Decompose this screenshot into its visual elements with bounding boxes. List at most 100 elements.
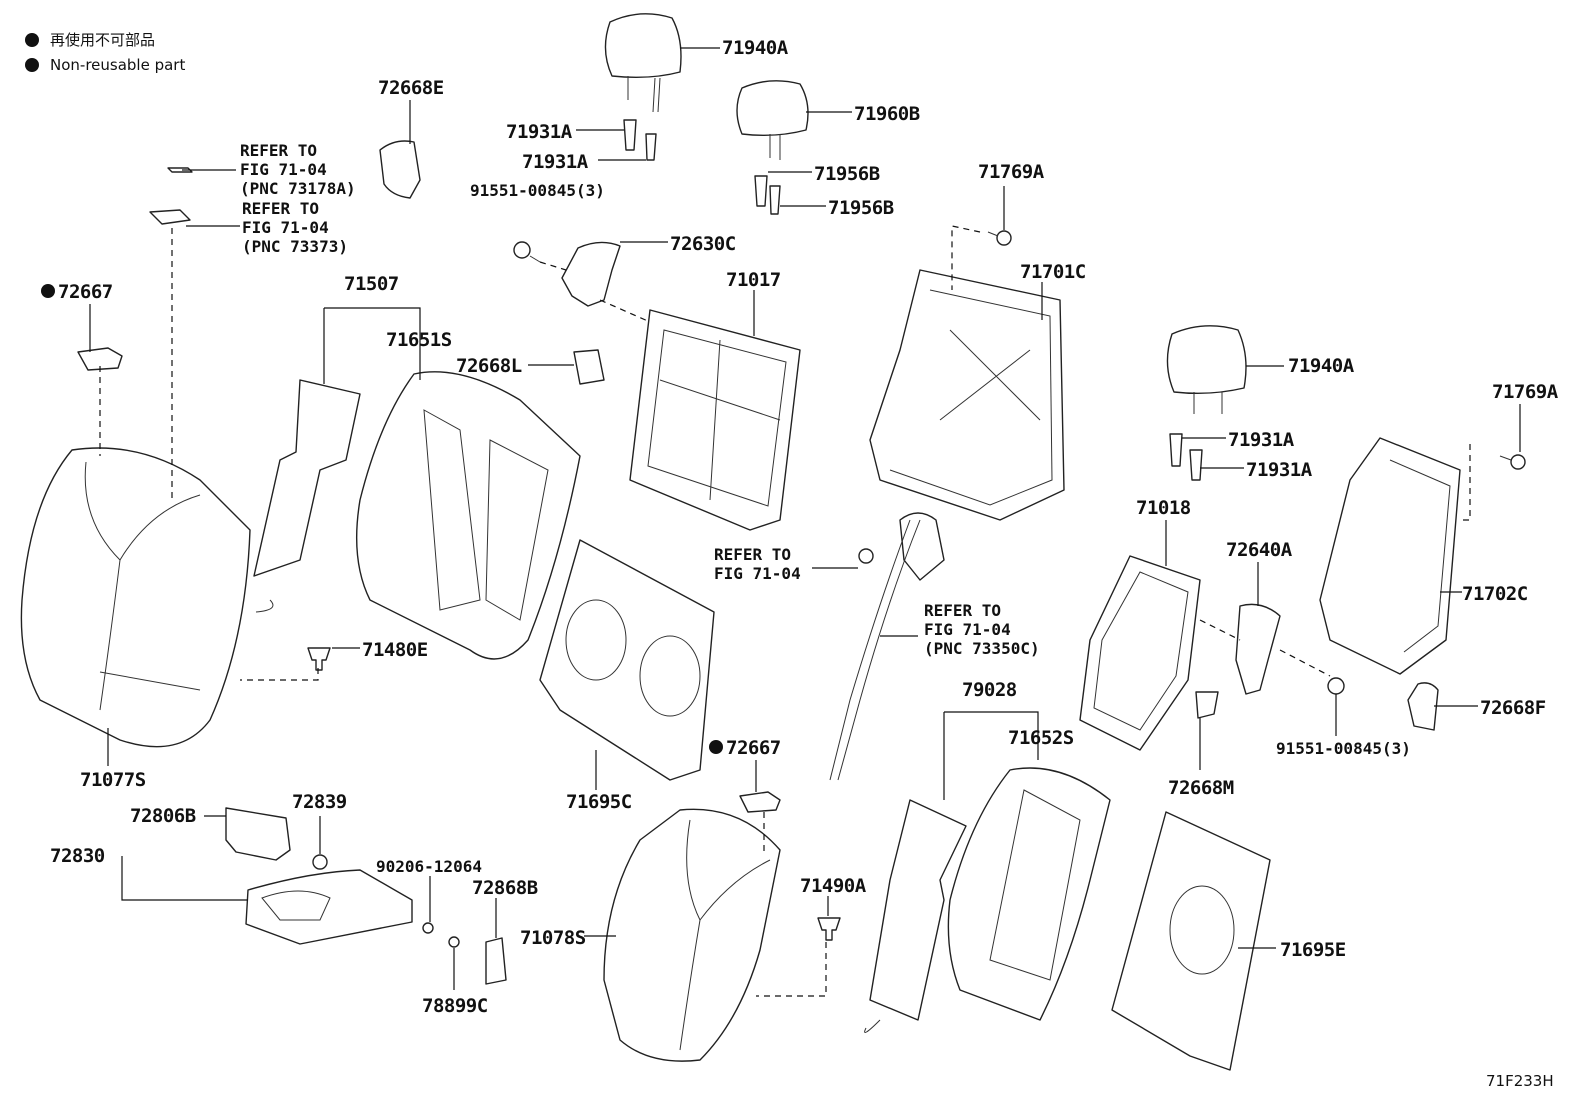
frame-71018 xyxy=(1079,555,1201,751)
armrest-tray xyxy=(261,890,331,921)
board-71695C xyxy=(539,539,715,781)
refer-note-2: REFER TO FIG 71-04 (PNC 73373) xyxy=(242,199,348,256)
pad-wire-right xyxy=(864,1019,881,1033)
cover-72668F xyxy=(1407,682,1439,731)
callout-71652S: 71652S xyxy=(1008,727,1074,749)
callout-91551-00845: 91551-00845(3) xyxy=(470,181,605,200)
refer-line: FIG 71-04 xyxy=(240,160,327,179)
refer-line: REFER TO xyxy=(924,601,1001,620)
callout-72668E: 72668E xyxy=(378,77,444,99)
non-reusable-dot-icon xyxy=(25,58,39,72)
callout-71769A: 71769A xyxy=(978,161,1045,183)
legend-en: Non-reusable part xyxy=(50,56,185,74)
callout-72640A: 72640A xyxy=(1226,539,1293,561)
cover-72668L xyxy=(573,349,605,385)
refer-line: REFER TO xyxy=(240,141,317,160)
callout-71702C: 71702C xyxy=(1462,583,1528,605)
callout-71960B: 71960B xyxy=(854,103,920,125)
board-71695E xyxy=(1111,811,1271,1071)
clip-72839 xyxy=(312,854,328,870)
callout-72668M: 72668M xyxy=(1168,777,1234,799)
callout-71931A: 71931A xyxy=(506,121,573,143)
refer-line: FIG 71-04 xyxy=(924,620,1011,639)
clip-78899C xyxy=(448,936,460,948)
callout-71956B: 71956B xyxy=(814,163,880,185)
pad-wire xyxy=(255,599,274,613)
pad-79028 xyxy=(869,799,967,1021)
callout-72806B: 72806B xyxy=(130,805,196,827)
bolt-91551-top xyxy=(513,241,541,263)
pad-71507 xyxy=(253,379,361,577)
figure-code: 71F233H xyxy=(1486,1072,1554,1090)
headrest-71940A-top xyxy=(604,13,682,113)
callout-71769A: 71769A xyxy=(1492,381,1559,403)
callout-90206-12064: 90206-12064 xyxy=(376,857,482,876)
callout-72839: 72839 xyxy=(292,791,347,813)
board-71702C xyxy=(1319,437,1461,675)
cover-72668E xyxy=(379,140,421,199)
headrest-71940A-right xyxy=(1166,325,1247,414)
refer-note-1: REFER TO FIG 71-04 (PNC 73178A) xyxy=(240,141,356,198)
callout-71077S: 71077S xyxy=(80,769,146,791)
hinge-72640A xyxy=(1235,603,1281,695)
refer-part-2 xyxy=(149,209,191,225)
callout-71651S: 71651S xyxy=(386,329,452,351)
callout-72667: 72667 xyxy=(58,281,113,303)
seatback-cover-71651S xyxy=(355,371,581,660)
bolt-91551-right xyxy=(1327,677,1345,695)
callout-71078S: 71078S xyxy=(520,927,586,949)
seatback-71077S xyxy=(20,447,251,748)
screw-71769A-right xyxy=(1499,454,1526,470)
cup-holder-72806B xyxy=(225,807,291,861)
callout-71695E: 71695E xyxy=(1280,939,1346,961)
hinge-72630C xyxy=(561,241,621,307)
callout-71940A: 71940A xyxy=(722,37,789,59)
headrest-guides xyxy=(623,119,781,215)
frame-71017 xyxy=(629,309,801,531)
headrest-guides-right xyxy=(1169,433,1203,481)
non-reusable-dot-icon xyxy=(25,33,39,47)
callout-71956B: 71956B xyxy=(828,197,894,219)
headrest-71960B xyxy=(736,80,809,160)
clip-71490A xyxy=(817,917,841,941)
seatback-cover-71652S xyxy=(947,767,1111,1021)
clip-90206 xyxy=(422,922,434,934)
callout-71701C: 71701C xyxy=(1020,261,1086,283)
callout-71018: 71018 xyxy=(1136,497,1191,519)
refer-part-1 xyxy=(167,167,193,173)
callout-78899C: 78899C xyxy=(422,995,488,1017)
callout-71931A: 71931A xyxy=(1246,459,1313,481)
cover-72868B xyxy=(485,937,507,985)
callout-71695C: 71695C xyxy=(566,791,632,813)
seatbelt xyxy=(829,512,945,781)
callout-72868B: 72868B xyxy=(472,877,538,899)
callout-71931A: 71931A xyxy=(522,151,589,173)
callout-71480E: 71480E xyxy=(362,639,428,661)
refer-line: (PNC 73178A) xyxy=(240,179,356,198)
board-71701C xyxy=(869,269,1065,521)
callout-72630C: 72630C xyxy=(670,233,736,255)
clip-72667-left xyxy=(77,347,123,371)
callout-91551-00845: 91551-00845(3) xyxy=(1276,739,1411,758)
callout-72668L: 72668L xyxy=(456,355,522,377)
refer-line: FIG 71-04 xyxy=(242,218,329,237)
legend-jp: 再使用不可部品 xyxy=(50,31,155,49)
refer-line: (PNC 73350C) xyxy=(924,639,1040,658)
dashed-lines xyxy=(99,225,1471,997)
refer-note-4: REFER TO FIG 71-04 (PNC 73350C) xyxy=(924,601,1040,658)
seatback-71078S xyxy=(603,808,781,1062)
callout-72667: 72667 xyxy=(726,737,781,759)
callout-71931A: 71931A xyxy=(1228,429,1295,451)
non-reusable-dot-icon xyxy=(709,740,723,754)
refer-line: REFER TO xyxy=(714,545,791,564)
refer-line: FIG 71-04 xyxy=(714,564,801,583)
cover-72668M xyxy=(1195,691,1219,719)
leader-lines xyxy=(89,47,1521,990)
legend: 再使用不可部品 Non-reusable part xyxy=(25,31,185,74)
refer-line: (PNC 73373) xyxy=(242,237,348,256)
callout-71490A: 71490A xyxy=(800,875,867,897)
non-reusable-dot-icon xyxy=(41,284,55,298)
callouts: 71940A 71960B 71931A 71931A 71956B 71956… xyxy=(41,37,1559,1017)
clip-71480E xyxy=(307,647,331,671)
refer-line: REFER TO xyxy=(242,199,319,218)
